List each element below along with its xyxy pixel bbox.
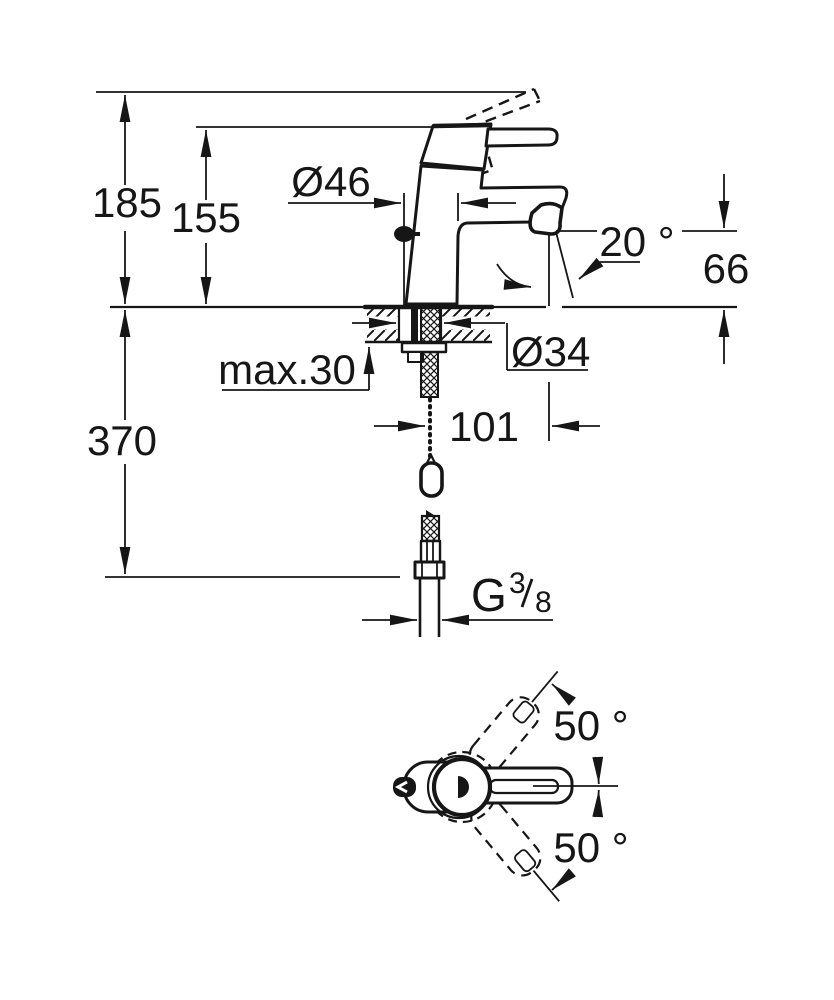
dimension-max-thickness: max.30 [218, 346, 375, 393]
supply-hose [413, 510, 446, 637]
mounting-shank [400, 307, 448, 398]
dimension-overall-height: 185 [92, 95, 162, 304]
dim-swivel-down-label: 50 ° [553, 824, 628, 871]
plan-view: 50 ° 50 ° [393, 670, 629, 902]
dim-max-thickness-label: max.30 [218, 346, 356, 393]
dim-install-depth-label: 370 [87, 417, 157, 464]
dim-body-diameter-label: Ø46 [291, 158, 370, 205]
dim-thread-g: G [471, 569, 507, 621]
dim-thread-denominator: 8 [535, 586, 552, 619]
dim-thread-numerator: 3 [509, 567, 526, 600]
dim-spout-angle-label: 20 ° [599, 218, 674, 265]
dim-spout-reach-label: 101 [449, 403, 519, 450]
dim-lever-height-label: 155 [171, 194, 241, 241]
dim-hole-diameter-label: Ø34 [511, 328, 590, 375]
dimension-spout-angle: 20 ° [496, 218, 675, 290]
spout-aerator [528, 201, 564, 236]
dimension-install-depth: 370 [87, 310, 157, 574]
handle-body [419, 122, 493, 171]
dimension-hole-diameter: Ø34 [352, 317, 590, 375]
dimension-annotations: 185 155 370 Ø46 20 ° [87, 91, 750, 626]
hose-nut [413, 560, 446, 580]
faucet-body [404, 164, 569, 306]
dim-overall-height-label: 185 [92, 179, 162, 226]
dimension-outlet-height: 66 [703, 174, 750, 364]
dim-swivel-up-label: 50 ° [553, 702, 628, 749]
mounting-washer [400, 341, 448, 354]
dimension-thread: G 3 8 [362, 567, 553, 626]
dim-outlet-height-label: 66 [703, 245, 750, 292]
dimension-swivel-down: 50 ° [551, 789, 629, 891]
dimension-body-diameter: Ø46 [288, 158, 516, 209]
plan-cartridge-mark [458, 776, 469, 798]
dimension-spout-reach: 101 [374, 403, 600, 450]
dimension-lever-height: 155 [171, 130, 241, 304]
plan-pull-knob [393, 777, 416, 797]
handle-top-edge [431, 122, 493, 129]
handle-lever [484, 127, 559, 148]
chain-pull-knob [419, 461, 444, 498]
dimension-swivel-up: 50 ° [551, 683, 629, 785]
